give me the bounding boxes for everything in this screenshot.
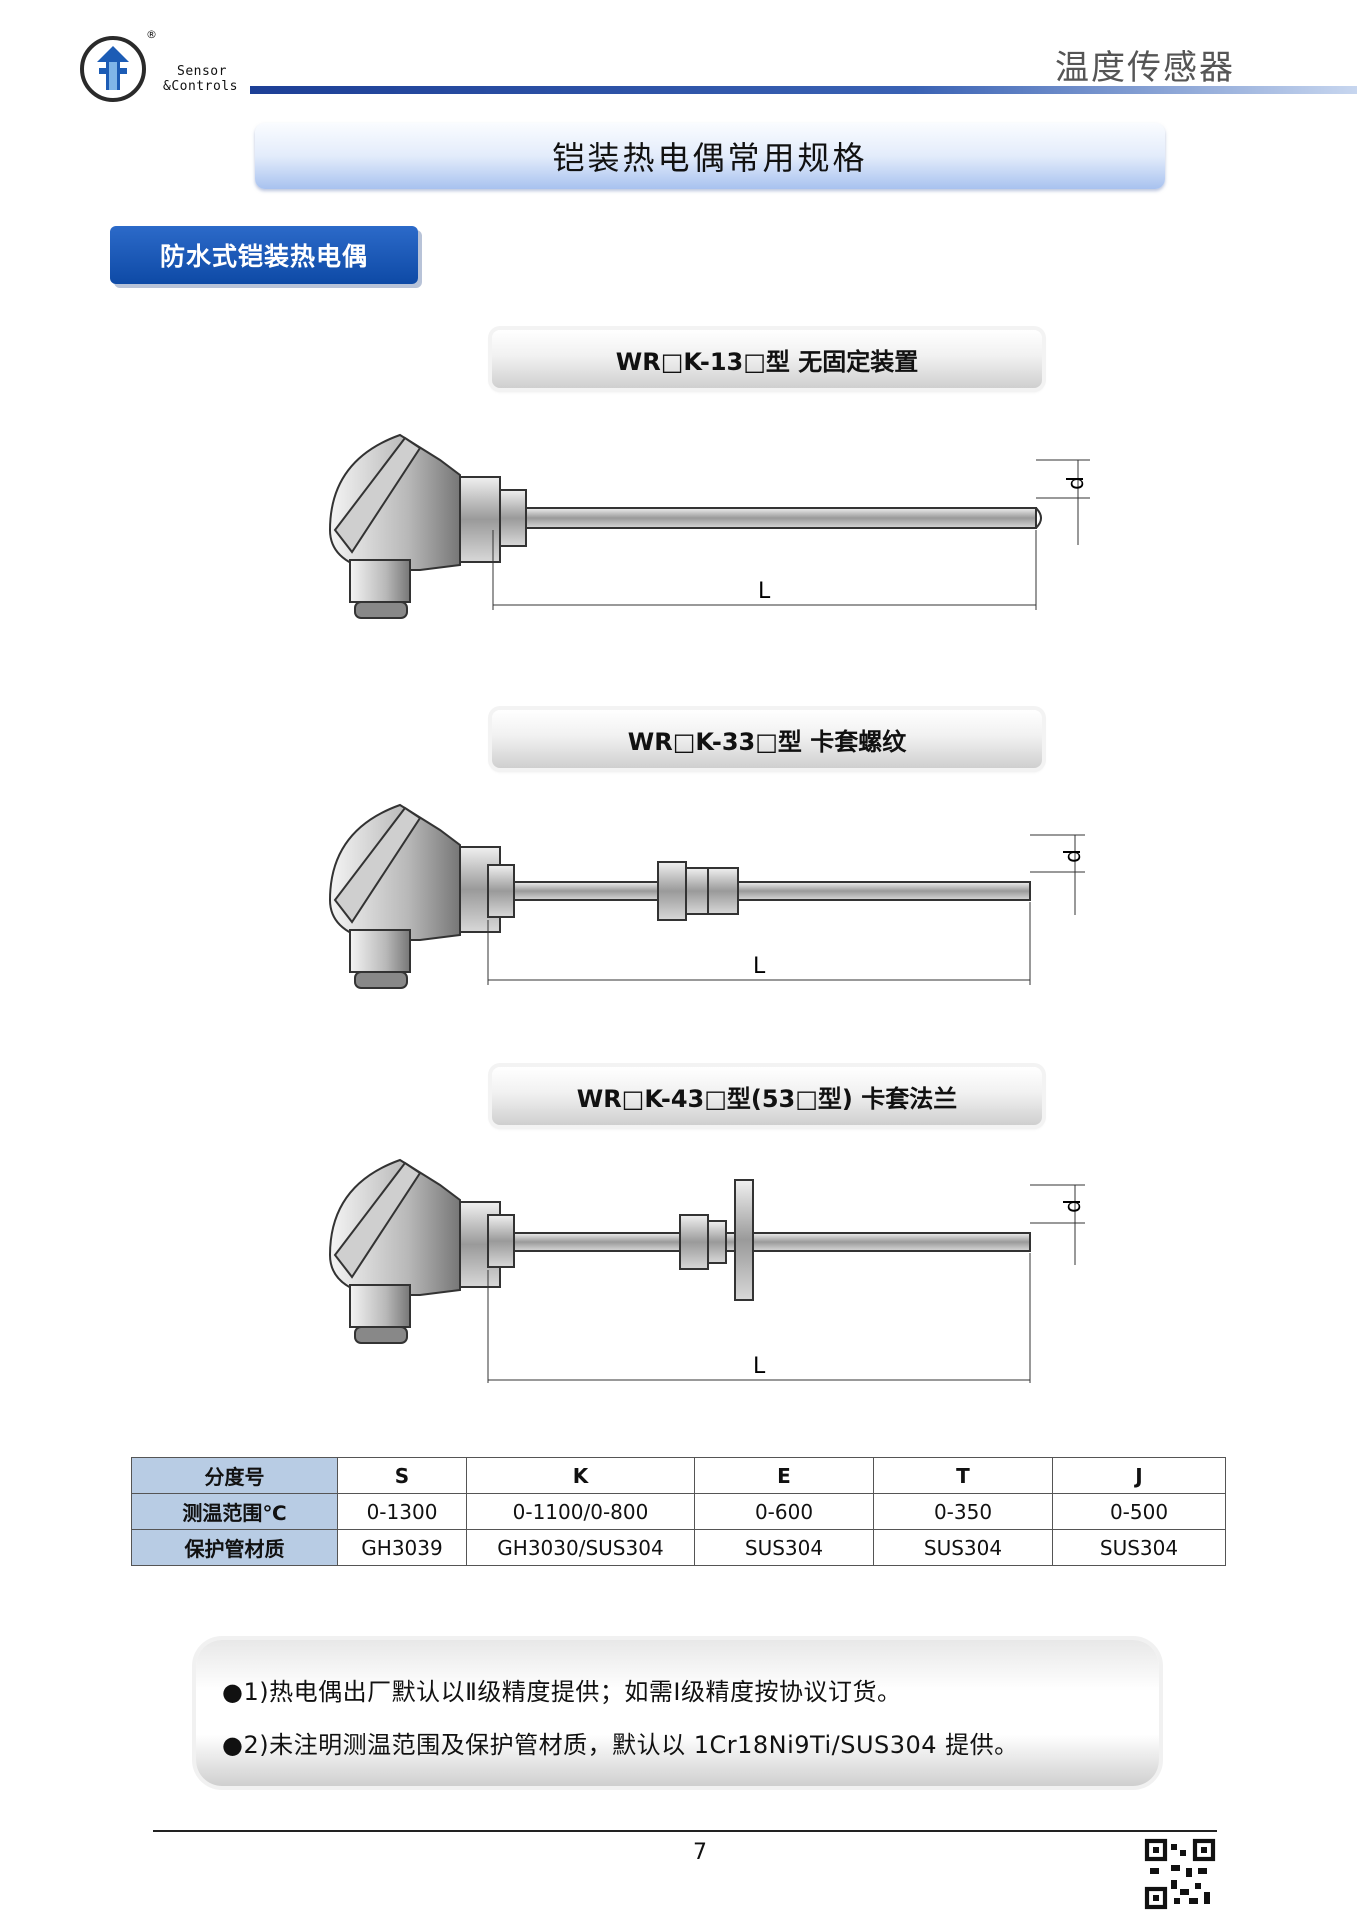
note-text: 2)未注明测温范围及保护管材质，默认以 1Cr18Ni9Ti/SUS304 提供… xyxy=(243,1731,1019,1759)
table-cell: 0-1300 xyxy=(337,1493,467,1530)
spec-table: 分度号 S K E T J 测温范围℃ 0-1300 0-1100/0-800 … xyxy=(131,1457,1226,1566)
bullet-icon: ● xyxy=(222,1678,244,1706)
logo-mark-icon xyxy=(97,46,129,90)
note-2: ●2)未注明测温范围及保护管材质，默认以 1Cr18Ni9Ti/SUS304 提… xyxy=(222,1725,1019,1760)
logo-line1: Sensor xyxy=(177,64,227,79)
dim-d-label: d xyxy=(1061,849,1086,863)
company-logo xyxy=(80,36,146,102)
table-cell: 0-600 xyxy=(694,1493,874,1530)
header-rule xyxy=(250,86,1357,94)
row-header: 测温范围℃ xyxy=(131,1493,338,1530)
table-row: 测温范围℃ 0-1300 0-1100/0-800 0-600 0-350 0-… xyxy=(131,1493,1226,1530)
thermocouple-drawing-33: d L xyxy=(328,803,1086,989)
logo-text: Sensor &Controls xyxy=(163,64,238,94)
terminal-head-icon xyxy=(328,803,501,989)
table-cell: 0-350 xyxy=(873,1493,1053,1530)
table-cell: T xyxy=(873,1457,1053,1494)
dim-l-label: L xyxy=(758,579,771,604)
notes-box xyxy=(196,1640,1159,1786)
dim-l-label: L xyxy=(753,1354,766,1379)
table-cell: 0-500 xyxy=(1052,1493,1226,1530)
header-title: 温度传感器 xyxy=(1055,48,1235,88)
thermocouple-drawing-43: d L xyxy=(328,1158,1086,1383)
table-row: 保护管材质 GH3039 GH3030/SUS304 SUS304 SUS304… xyxy=(131,1529,1226,1566)
table-cell: GH3039 xyxy=(337,1529,467,1566)
model-banner-33: WR□K-33□型 卡套螺纹 xyxy=(492,710,1042,768)
table-cell: SUS304 xyxy=(873,1529,1053,1566)
logo-line2: &Controls xyxy=(163,79,238,94)
bullet-icon: ● xyxy=(222,1731,244,1759)
note-text: 1)热电偶出厂默认以Ⅱ级精度提供；如需Ⅰ级精度按协议订货。 xyxy=(243,1678,902,1706)
page-title: 铠装热电偶常用规格 xyxy=(255,123,1165,189)
table-cell: K xyxy=(466,1457,695,1494)
table-cell: GH3030/SUS304 xyxy=(466,1529,695,1566)
registered-mark: ® xyxy=(146,28,157,41)
thermocouple-drawing-13: d L xyxy=(328,433,1090,619)
terminal-head-icon xyxy=(328,1158,501,1344)
row-header: 保护管材质 xyxy=(131,1529,338,1566)
terminal-head-icon xyxy=(328,433,501,619)
dim-l-label: L xyxy=(753,954,766,979)
table-cell: SUS304 xyxy=(1052,1529,1226,1566)
section-badge: 防水式铠装热电偶 xyxy=(110,226,418,284)
row-header: 分度号 xyxy=(131,1457,338,1494)
table-cell: SUS304 xyxy=(694,1529,874,1566)
model-banner-13: WR□K-13□型 无固定装置 xyxy=(492,330,1042,388)
page-number: 7 xyxy=(693,1840,707,1865)
footer-rule xyxy=(153,1830,1217,1832)
note-1: ●1)热电偶出厂默认以Ⅱ级精度提供；如需Ⅰ级精度按协议订货。 xyxy=(222,1672,901,1707)
table-row: 分度号 S K E T J xyxy=(131,1457,1226,1494)
table-cell: S xyxy=(337,1457,467,1494)
table-cell: 0-1100/0-800 xyxy=(466,1493,695,1530)
dim-d-label: d xyxy=(1064,476,1089,490)
qr-code-icon xyxy=(1144,1838,1216,1910)
table-cell: J xyxy=(1052,1457,1226,1494)
table-cell: E xyxy=(694,1457,874,1494)
dim-d-label: d xyxy=(1061,1199,1086,1213)
model-banner-43: WR□K-43□型(53□型) 卡套法兰 xyxy=(492,1067,1042,1125)
